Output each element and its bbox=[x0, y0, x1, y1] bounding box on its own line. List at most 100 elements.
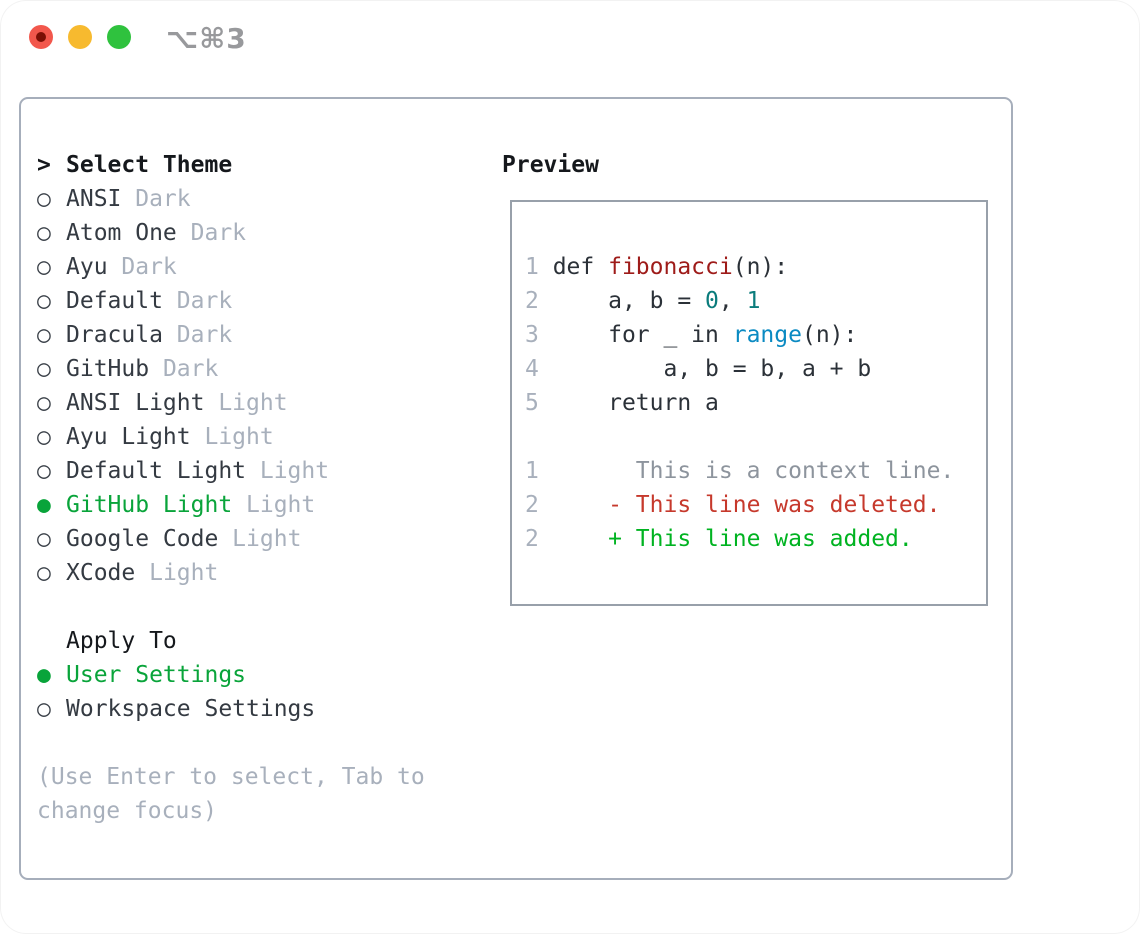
radio-unselected-icon: ○ bbox=[37, 254, 51, 280]
line-number: 2 bbox=[525, 492, 553, 518]
radio-unselected-icon: ○ bbox=[37, 288, 51, 314]
line-number: 1 bbox=[525, 458, 553, 484]
code-segment-plain: a, b = bbox=[552, 288, 706, 314]
theme-name: Dracula bbox=[66, 322, 163, 348]
code-segment-plain: def bbox=[552, 254, 609, 280]
theme-list: ○ ANSI Dark ○ Atom One Dark ○ Ayu Dark ○ Defaul… bbox=[37, 182, 477, 590]
code-segment-plain: for _ in bbox=[552, 322, 733, 348]
code-segment-plain: (n): bbox=[732, 254, 789, 280]
line-number: 2 bbox=[525, 526, 553, 552]
theme-name: ANSI Light bbox=[66, 390, 205, 416]
select-theme-header-label: Select Theme bbox=[66, 152, 233, 178]
theme-option-default[interactable]: ○ Default Dark bbox=[37, 284, 477, 318]
theme-variant: Light bbox=[135, 560, 219, 586]
theme-variant: Light bbox=[190, 424, 274, 450]
line-number: 2 bbox=[525, 288, 553, 314]
theme-name: Atom One bbox=[66, 220, 177, 246]
theme-option-ayu-light[interactable]: ○ Ayu Light Light bbox=[37, 420, 477, 454]
code-line: 2 a, b = 0, 1 bbox=[525, 284, 954, 318]
radio-selected-icon: ● bbox=[37, 662, 51, 688]
code-segment-number: 1 bbox=[746, 288, 761, 314]
theme-picker-panel: > Select Theme ○ ANSI Dark ○ Atom One Dark ○ A… bbox=[19, 97, 1013, 880]
radio-unselected-icon: ○ bbox=[37, 560, 51, 586]
theme-option-google-code[interactable]: ○Google Code Light bbox=[37, 522, 477, 556]
code-line: 3 for _ in range(n): bbox=[525, 318, 954, 352]
left-column: > Select Theme ○ ANSI Dark ○ Atom One Dark ○ A… bbox=[37, 148, 477, 828]
close-button[interactable] bbox=[29, 25, 53, 49]
code-line: 1 def fibonacci(n): bbox=[525, 250, 954, 284]
cursor-icon: > bbox=[37, 152, 51, 178]
apply-option-user-settings[interactable]: ● User Settings bbox=[37, 658, 477, 692]
radio-unselected-icon: ○ bbox=[37, 186, 51, 212]
code-line: 5 return a bbox=[525, 386, 954, 420]
select-theme-header: > Select Theme bbox=[37, 148, 477, 182]
code-segment-plain: return a bbox=[552, 390, 719, 416]
theme-name: GitHub Light bbox=[66, 492, 233, 518]
apply-option-label: Workspace Settings bbox=[66, 696, 316, 722]
theme-option-xcode[interactable]: ○ XCode Light bbox=[37, 556, 477, 590]
theme-variant: Dark bbox=[162, 322, 233, 348]
theme-variant: Light bbox=[204, 390, 288, 416]
radio-unselected-icon: ○ bbox=[37, 696, 51, 722]
code-segment-plain: , bbox=[718, 288, 747, 314]
theme-variant: Dark bbox=[176, 220, 247, 246]
theme-option-default-light[interactable]: ○ Default Light Light bbox=[37, 454, 477, 488]
theme-name: XCode bbox=[66, 560, 136, 586]
theme-option-dracula[interactable]: ○ Dracula Dark bbox=[37, 318, 477, 352]
theme-name: Ayu Light bbox=[66, 424, 191, 450]
radio-unselected-icon: ○ bbox=[37, 458, 51, 484]
code-segment-added: + This line was added. bbox=[552, 526, 913, 552]
theme-variant: Dark bbox=[121, 186, 191, 212]
preview-label: Preview bbox=[502, 152, 599, 178]
code-line: 1 This is a context line. bbox=[525, 454, 954, 488]
apply-option-workspace-settings[interactable]: ○ Workspace Settings bbox=[37, 692, 477, 726]
theme-option-ayu[interactable]: ○ Ayu Dark bbox=[37, 250, 477, 284]
theme-name: Ayu bbox=[66, 254, 108, 280]
code-segment-plain: a, b = b, a + b bbox=[552, 356, 872, 382]
minimize-button[interactable] bbox=[68, 25, 92, 49]
radio-unselected-icon: ○ bbox=[37, 322, 51, 348]
code-segment-number: 0 bbox=[705, 288, 719, 314]
theme-option-github-light[interactable]: ● GitHub Light Light bbox=[37, 488, 477, 522]
code-segment-deleted: - This line was deleted. bbox=[552, 492, 941, 518]
spacer bbox=[37, 590, 477, 624]
code-segment-plain: (n): bbox=[801, 322, 858, 348]
code-line: 2 - This line was deleted. bbox=[525, 488, 954, 522]
radio-unselected-icon: ○ bbox=[37, 526, 51, 552]
theme-variant: Light bbox=[246, 458, 330, 484]
theme-variant: Dark bbox=[149, 356, 219, 382]
radio-unselected-icon: ○ bbox=[37, 220, 51, 246]
keyboard-hint: (Use Enter to select, Tab to change focu… bbox=[37, 764, 439, 824]
radio-unselected-icon: ○ bbox=[37, 390, 51, 416]
theme-name: GitHub bbox=[66, 356, 150, 382]
theme-name: Default Light bbox=[66, 458, 247, 484]
theme-variant: Dark bbox=[162, 288, 233, 314]
titlebar: ⌥⌘3 bbox=[0, 0, 1140, 74]
code-segment-builtin: range bbox=[732, 322, 802, 348]
line-number: 5 bbox=[525, 390, 553, 416]
theme-option-ansi-light[interactable]: ○ ANSI Light Light bbox=[37, 386, 477, 420]
theme-option-github[interactable]: ○GitHub Dark bbox=[37, 352, 477, 386]
code-line bbox=[525, 420, 954, 454]
apply-to-list: ● User Settings ○ Workspace Settings bbox=[37, 658, 477, 726]
radio-unselected-icon: ○ bbox=[37, 424, 51, 450]
zoom-button[interactable] bbox=[107, 25, 131, 49]
line-number bbox=[525, 424, 539, 450]
apply-option-label: User Settings bbox=[66, 662, 247, 688]
apply-to-header: Apply To bbox=[66, 628, 177, 654]
code-line: 2 + This line was added. bbox=[525, 522, 954, 556]
theme-option-atom-one[interactable]: ○ Atom One Dark bbox=[37, 216, 477, 250]
code-line: 4 a, b = b, a + b bbox=[525, 352, 954, 386]
line-number: 4 bbox=[525, 356, 553, 382]
window-title: ⌥⌘3 bbox=[166, 22, 247, 55]
theme-variant: Light bbox=[232, 492, 316, 518]
theme-name: Default bbox=[66, 288, 163, 314]
theme-variant: Dark bbox=[107, 254, 177, 280]
line-number: 3 bbox=[525, 322, 553, 348]
radio-selected-icon: ● bbox=[37, 492, 51, 518]
code-segment-func: fibonacci bbox=[608, 254, 733, 280]
theme-name: ANSI bbox=[66, 186, 122, 212]
theme-option-ansi[interactable]: ○ ANSI Dark bbox=[37, 182, 477, 216]
